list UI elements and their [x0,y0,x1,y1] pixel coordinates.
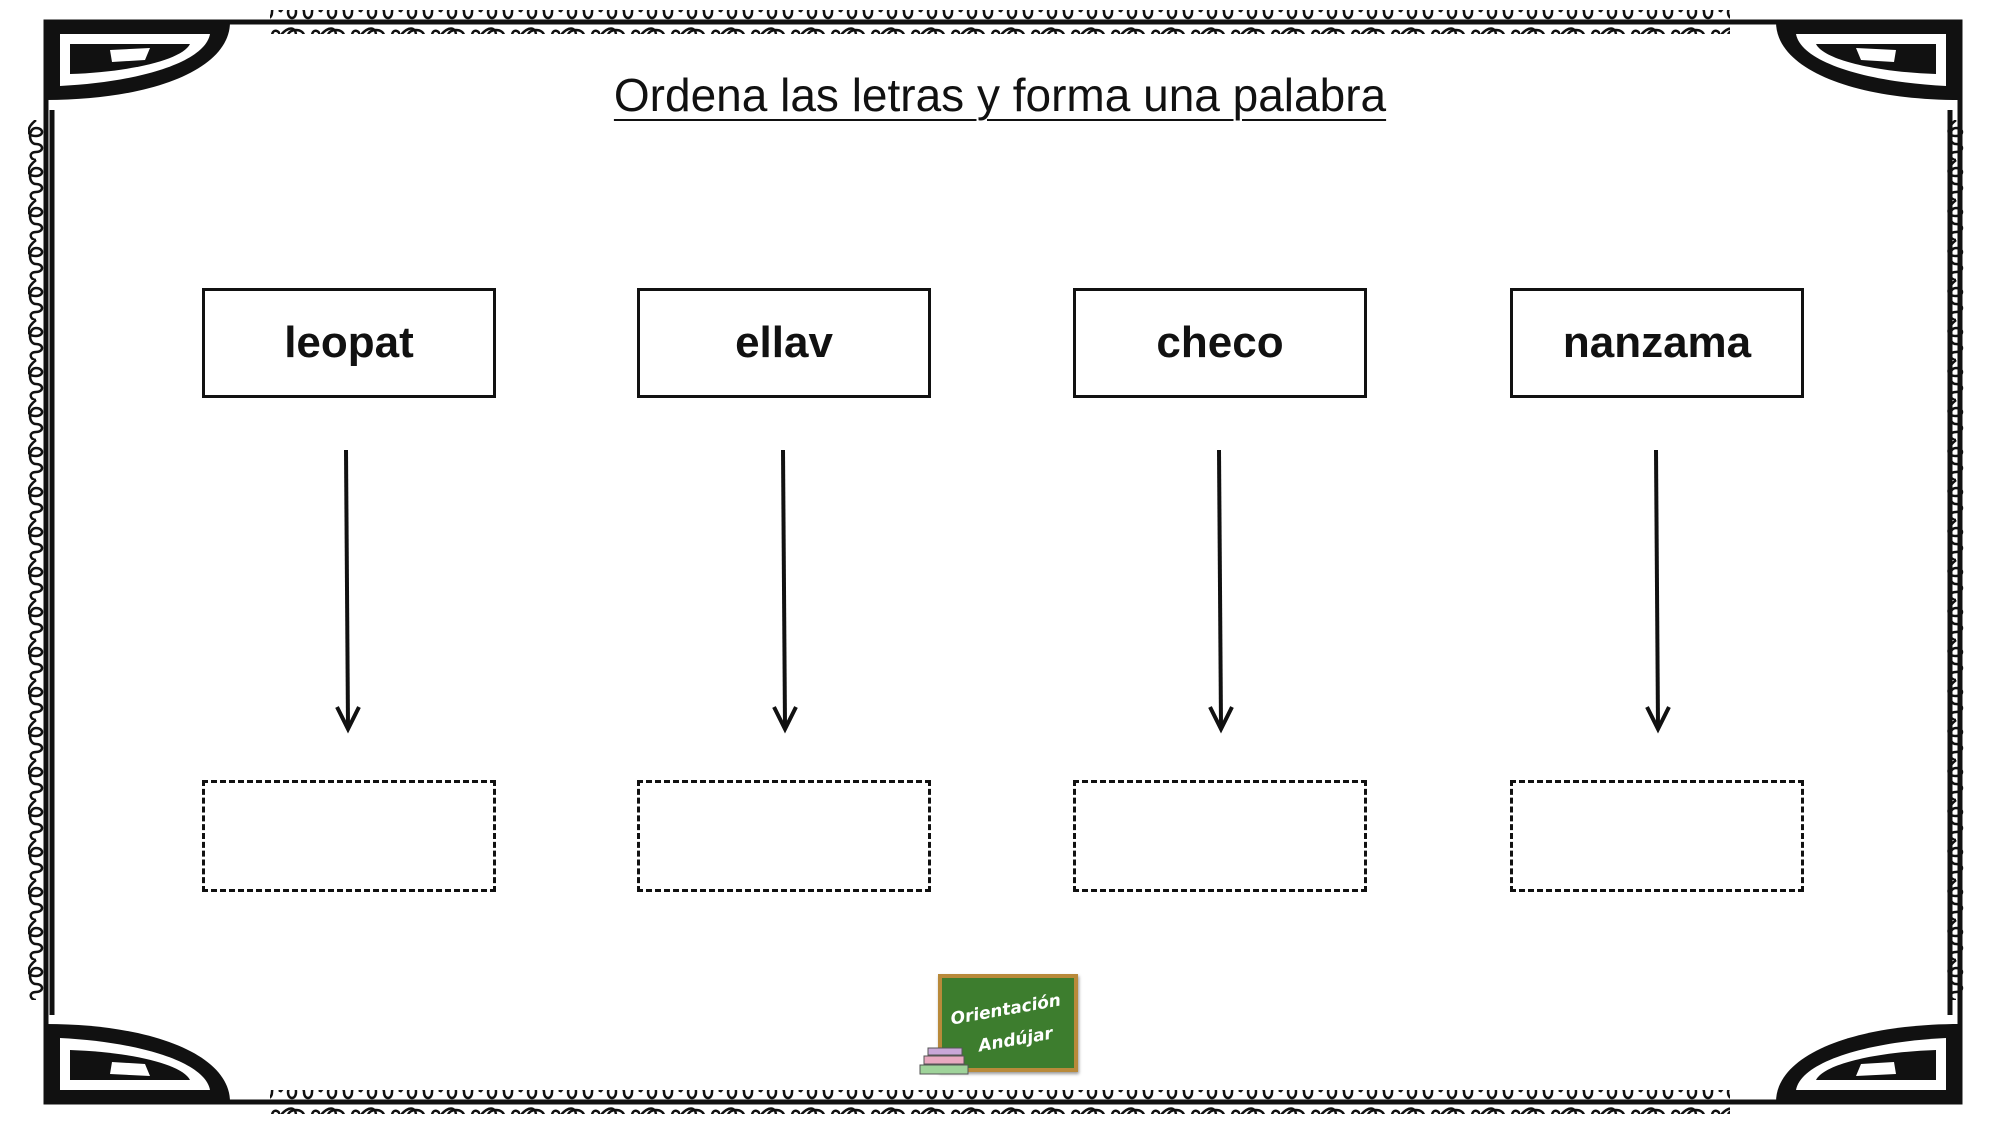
answer-box[interactable] [637,780,931,892]
corner-ornament-icon [46,22,230,100]
answer-box[interactable] [1073,780,1367,892]
scrambled-word-box: ellav [637,288,931,398]
scrambled-word-box: nanzama [1510,288,1804,398]
down-arrow-icon [1208,449,1234,734]
corner-ornament-icon [46,1024,230,1102]
corner-ornament-icon [1776,22,1960,100]
scrambled-word-box: checo [1073,288,1367,398]
scrambled-word-box: leopat [202,288,496,398]
logo-line-2: Andújar [976,1023,1055,1057]
corner-ornament-icon [1776,1024,1960,1102]
answer-box[interactable] [1510,780,1804,892]
books-icon [919,1047,969,1075]
chalkboard-icon: Orientación Andújar [938,974,1078,1072]
orientacion-andujar-logo: Orientación Andújar [918,972,1084,1078]
down-arrow-icon [1645,449,1671,734]
down-arrow-icon [772,449,798,734]
page-title: Ordena las letras y forma una palabra [613,69,1387,121]
down-arrow-icon [335,449,361,734]
answer-box[interactable] [202,780,496,892]
